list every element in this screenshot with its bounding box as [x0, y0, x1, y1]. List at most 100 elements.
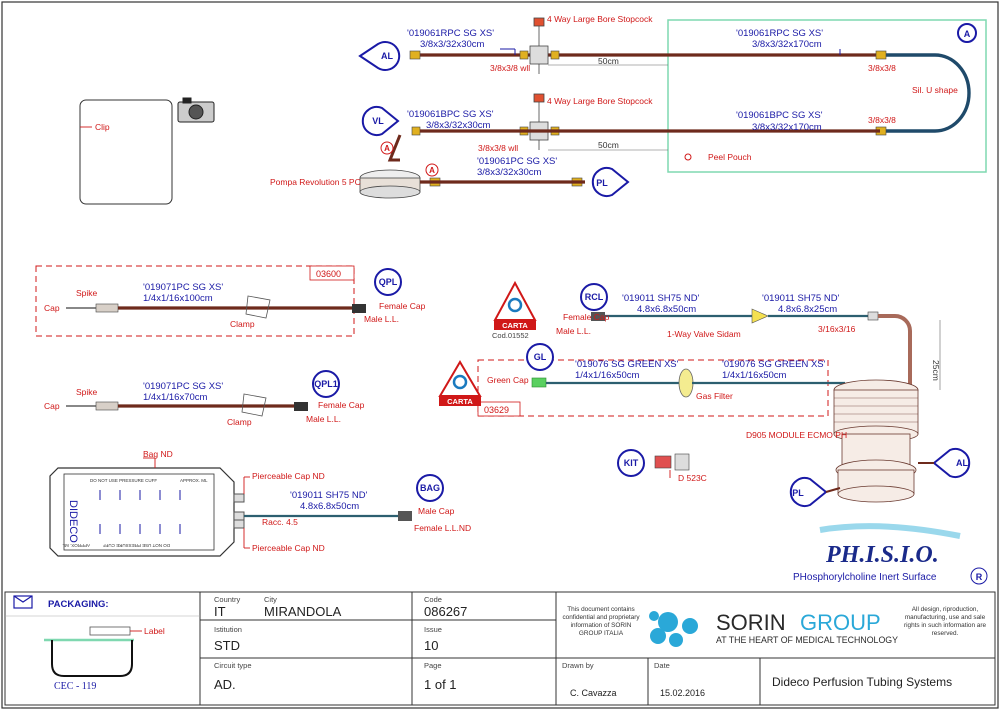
rpc-label: '019061RPC SG XS'	[407, 28, 494, 39]
vl-bubble: VL	[361, 106, 400, 136]
pc-label: '019061PC SG XS'	[477, 156, 557, 167]
svg-text:VL: VL	[372, 116, 384, 126]
qpl-spike: Spike	[76, 288, 98, 298]
institution-value: STD	[214, 638, 240, 653]
svg-text:QPL1: QPL1	[314, 379, 338, 389]
kit-part-icon-1	[654, 455, 672, 469]
svg-text:RCL: RCL	[585, 292, 604, 302]
institution-label: Istitution	[214, 625, 242, 634]
sorin-tagline: AT THE HEART OF MEDICAL TECHNOLOGY	[716, 635, 898, 645]
rpc-wll: 3/8x3/8 wll	[490, 63, 530, 73]
pack-code: CEC - 119	[54, 681, 96, 692]
confidential-note: This document contains confidential and …	[562, 606, 639, 637]
qpl-clamp: Clamp	[230, 319, 255, 329]
arrow-icon-pump-2: A	[425, 163, 439, 177]
circuit-value: AD.	[214, 677, 236, 692]
rpc-conn: 3/8x3/8	[868, 63, 896, 73]
sh75-2-dims: 4.8x6.8x25cm	[778, 304, 837, 315]
al-bubble-right: AL	[932, 448, 971, 478]
title-block	[4, 591, 996, 706]
qpl-cap: Cap	[44, 303, 60, 313]
rcl-tube-3	[878, 314, 912, 390]
carta-icon-1: CARTA	[493, 280, 537, 330]
packaging-label: PACKAGING:	[48, 599, 109, 610]
tray-icon	[51, 640, 133, 677]
packaging-label-rect	[89, 626, 131, 636]
svg-text:AL: AL	[381, 51, 393, 61]
carta-icon-2: CARTA	[438, 360, 482, 406]
al-bubble-top: AL	[358, 41, 401, 71]
svg-text:A: A	[964, 29, 971, 39]
camera-icon	[177, 97, 215, 123]
bag-warning-bottom: DO NOT USE PRESSURE CUFF	[103, 543, 170, 548]
svg-text:AL: AL	[956, 458, 968, 468]
bag-approx-top: APPROX. ML	[180, 478, 208, 483]
qpl1-clamp-icon	[241, 393, 267, 417]
bag-vertical-label: DIDECO	[67, 500, 79, 543]
svg-text:GL: GL	[534, 352, 547, 362]
bpc-dims: 3/8x3/32x30cm	[426, 120, 491, 131]
qpl1-dims: 1/4x1/16x70cm	[143, 392, 208, 403]
bag-female-ll: Female L.L.ND	[414, 523, 471, 533]
rpc-long-label: '019061RPC SG XS'	[736, 28, 823, 39]
qpl1-cap: Cap	[44, 401, 60, 411]
ecmo-module-icon	[833, 379, 919, 503]
pierceable-cap-bottom: Pierceable Cap ND	[252, 543, 325, 553]
clip-shape	[79, 99, 173, 205]
svg-text:CARTA: CARTA	[447, 397, 473, 406]
qpl-box	[35, 265, 355, 337]
bag-tube-dims: 4.8x6.8x50cm	[300, 501, 359, 512]
green-cap-label: Green Cap	[487, 375, 529, 385]
bag-nd: Bag ND	[143, 449, 173, 459]
svg-text:PHosphorylcholine Inert Surfac: PHosphorylcholine Inert Surface	[793, 572, 937, 583]
gas-filter-label: Gas Filter	[696, 391, 733, 401]
sh75-1-label: '019011 SH75 ND'	[622, 293, 700, 304]
stopcock-top-label: 4 Way Large Bore Stopcock	[547, 14, 653, 24]
sorin-logo-icon	[649, 611, 698, 647]
bpc-long-label: '019061BPC SG XS'	[736, 110, 823, 121]
sorin-word: SORIN	[716, 610, 786, 635]
bpc-50cm: 50cm	[598, 140, 619, 150]
page-label: Page	[424, 661, 442, 670]
qpl1-bubble: QPL1	[312, 370, 340, 398]
qpl-clamp-icon	[245, 295, 271, 319]
qpl-bubble: QPL	[374, 268, 402, 296]
drawn-value: C. Cavazza	[570, 688, 617, 698]
bag-tube-label: '019011 SH75 ND'	[290, 490, 368, 501]
qpl-male-ll: Male L.L.	[364, 314, 399, 324]
rpc-long-dims: 3/8x3/32x170cm	[752, 39, 822, 50]
clip-label: Clip	[95, 122, 110, 132]
peel-pouch-icon	[684, 153, 692, 161]
rights-note: All design, riproduction, manufacturing,…	[904, 606, 986, 637]
svg-text:QPL: QPL	[379, 277, 398, 287]
city-label: City	[264, 595, 277, 604]
city-value: MIRANDOLA	[264, 604, 342, 619]
code-label: Code	[424, 595, 442, 604]
kit-code: D 523C	[678, 473, 707, 483]
green1-dims: 1/4x1/16x50cm	[575, 370, 640, 381]
rcl-bubble: RCL	[580, 283, 608, 311]
svg-text:BAG: BAG	[420, 483, 440, 493]
bag-warning-top: DO NOT USE PRESSURE CUFF	[90, 478, 157, 483]
svg-text:KIT: KIT	[624, 458, 639, 468]
packaging-icon	[13, 595, 33, 609]
module-label: D905 MODULE ECMO PH	[746, 430, 847, 440]
svg-text:A: A	[384, 144, 390, 153]
bag-approx-bottom: APPROX. ML	[62, 543, 90, 548]
packaging-label-text: Label	[144, 626, 165, 636]
bpc-label: '019061BPC SG XS'	[407, 109, 494, 120]
svg-text:R: R	[976, 572, 983, 582]
bpc-long-dims: 3/8x3/32x170cm	[752, 122, 822, 133]
gas-filter-icon	[678, 368, 694, 398]
green1-label: '019076 SG GREEN XS'	[575, 359, 679, 370]
qpl-dims: 1/4x1/16x100cm	[143, 293, 213, 304]
gl-box-code: 03629	[484, 405, 509, 415]
sh75-2-label: '019011 SH75 ND'	[762, 293, 840, 304]
date-label: Date	[654, 661, 670, 670]
arrow-icon-pump-1: A	[380, 141, 394, 155]
cod-label: Cod.01552	[492, 331, 529, 340]
kit-bubble: KIT	[617, 449, 645, 477]
issue-label: Issue	[424, 625, 442, 634]
qpl1-male-ll: Male L.L.	[306, 414, 341, 424]
